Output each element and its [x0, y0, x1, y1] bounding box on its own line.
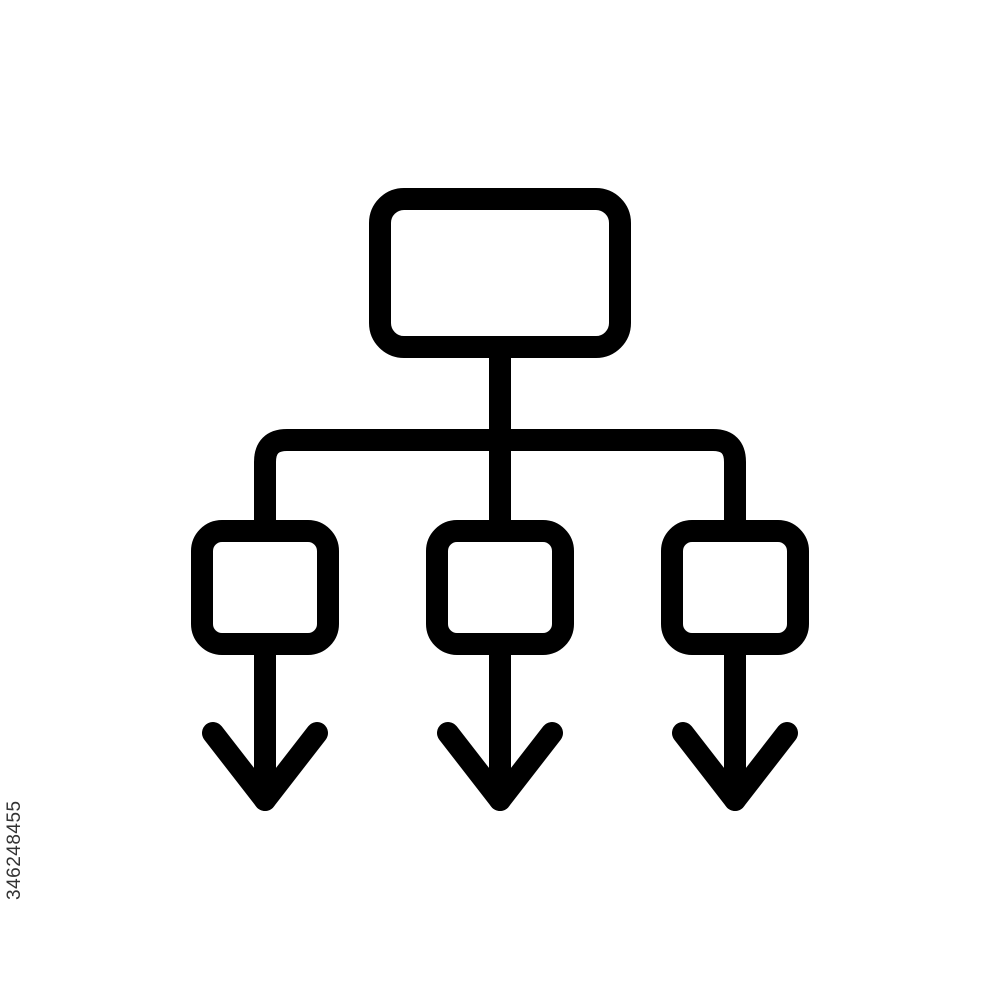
child-node-left — [191, 520, 339, 655]
arrow-down-icon — [672, 633, 798, 811]
child-node-right — [661, 520, 809, 655]
child-node-middle — [426, 520, 574, 655]
stock-image-id: 346248455 — [4, 800, 25, 900]
root-node-box — [369, 188, 631, 358]
connector-branch — [254, 429, 746, 542]
arrow-down-icon — [202, 633, 328, 811]
arrow-down-icon — [437, 633, 563, 811]
